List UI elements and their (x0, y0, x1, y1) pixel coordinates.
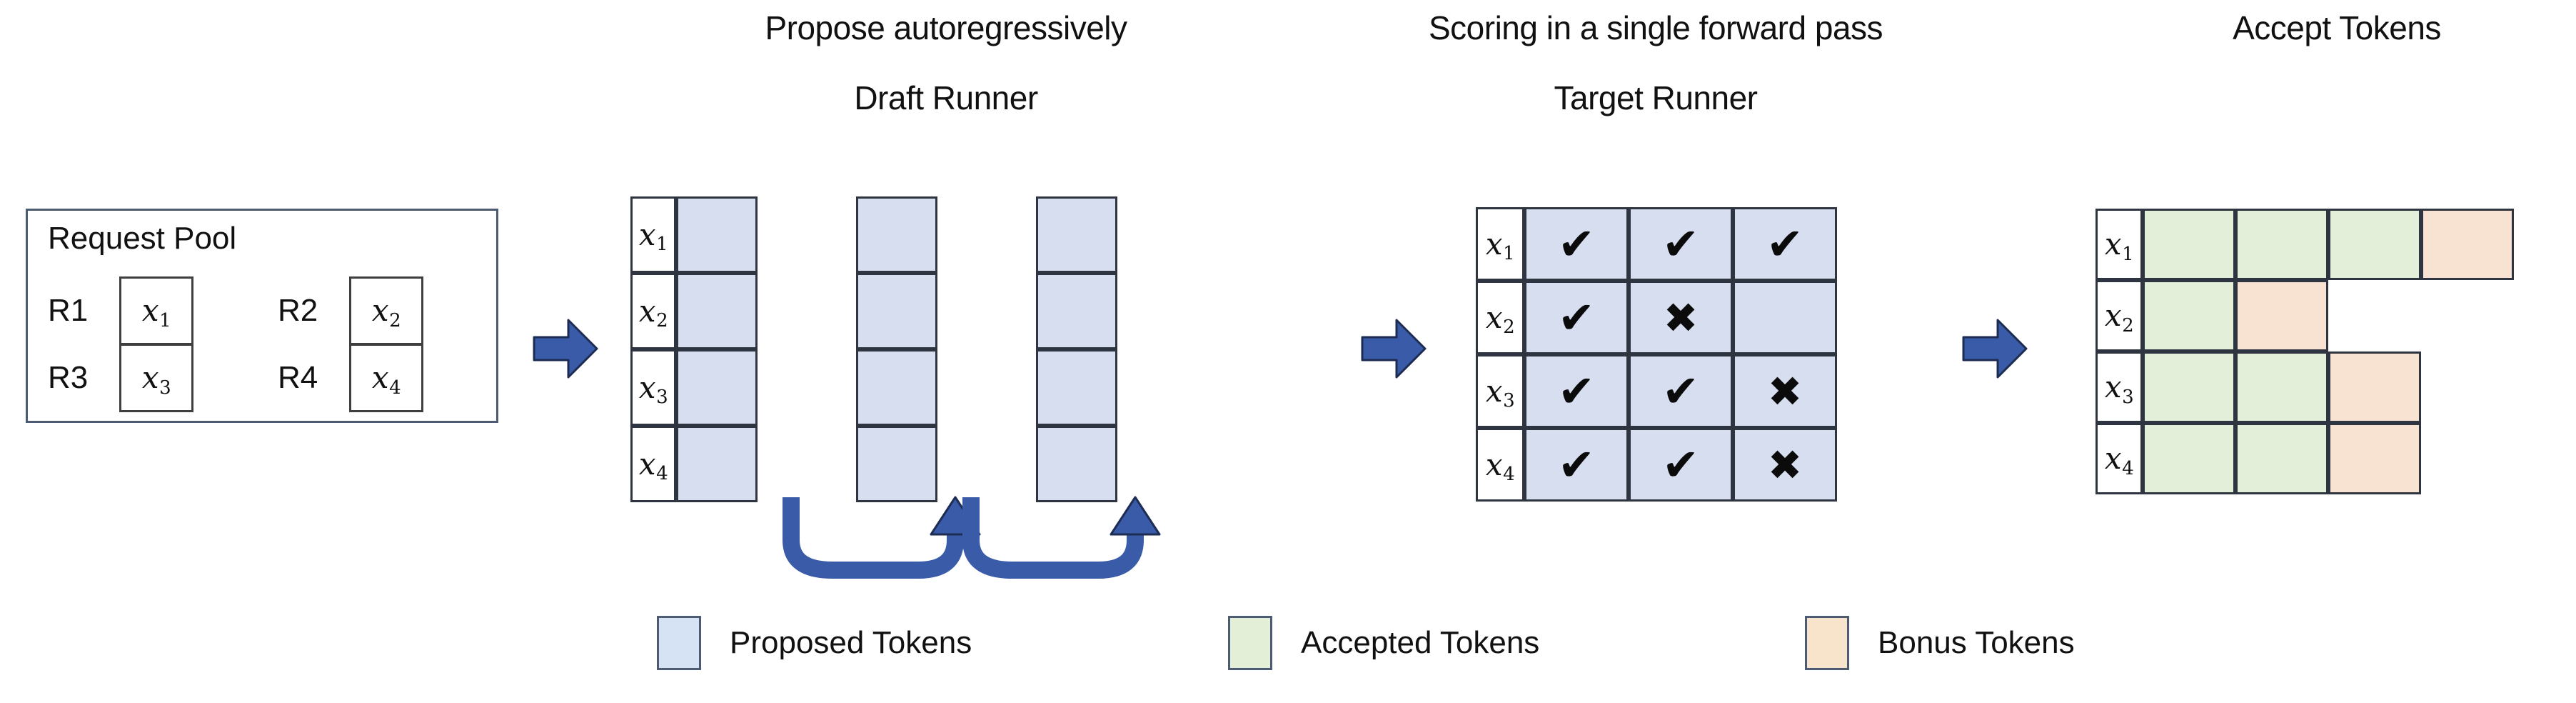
accept-cell-x4-c2 (2235, 423, 2328, 494)
target-score-cell-x4-c1: ✔ (1524, 428, 1629, 502)
request-token-label-r1: x1 (141, 293, 171, 331)
legend-label-proposed: Proposed Tokens (730, 625, 972, 660)
legend-item-proposed-tokens: Proposed Tokens (657, 616, 972, 670)
target-score-cell-x2-c3 (1733, 281, 1837, 354)
legend: Proposed Tokens Accepted Tokens Bonus To… (0, 616, 2576, 684)
draft-row-label-x3: x3 (630, 349, 676, 426)
target-row-label-x2: x2 (1476, 281, 1524, 354)
request-token-box-r4: x4 (349, 344, 423, 412)
target-score-cell-x3-c2: ✔ (1629, 354, 1733, 428)
flow-arrow-target-to-accept (1962, 319, 2028, 379)
accept-cell-x1-c1 (2143, 209, 2235, 280)
draft-proposed-cell-s1-x3 (676, 349, 758, 426)
target-score-cell-x3-c1: ✔ (1524, 354, 1629, 428)
heading-scoring-single-forward-pass: Scoring in a single forward pass (1429, 9, 1883, 46)
target-score-cell-x1-c3: ✔ (1733, 207, 1837, 281)
accept-cell-x3-c2 (2235, 352, 2328, 423)
legend-item-accepted-tokens: Accepted Tokens (1228, 616, 1539, 670)
cross-icon: ✖ (1663, 293, 1699, 342)
check-icon: ✔ (1558, 291, 1595, 344)
heading-draft-runner: Draft Runner (854, 79, 1038, 116)
draft-proposed-cell-s3-x1 (1036, 196, 1117, 273)
accept-cell-x4-c1 (2143, 423, 2235, 494)
target-score-cell-x2-c2: ✖ (1629, 281, 1733, 354)
legend-swatch-accepted (1228, 616, 1272, 670)
accept-cell-x1-c2 (2235, 209, 2328, 280)
request-item-r3: R3 x3 (48, 344, 193, 412)
legend-label-accepted: Accepted Tokens (1301, 625, 1540, 660)
accept-cell-x3-c3-bonus (2328, 352, 2421, 423)
draft-proposed-cell-s1-x4 (676, 426, 758, 502)
target-row-label-x1: x1 (1476, 207, 1524, 281)
cross-icon: ✖ (1767, 440, 1803, 489)
heading-accept-tokens: Accept Tokens (2233, 9, 2441, 46)
request-token-label-r2: x2 (371, 293, 401, 331)
check-icon: ✔ (1766, 217, 1803, 270)
target-score-cell-x2-c1: ✔ (1524, 281, 1629, 354)
request-pool-title: Request Pool (48, 221, 237, 256)
draft-proposed-cell-s2-x1 (856, 196, 937, 273)
draft-proposed-cell-s2-x4 (856, 426, 937, 502)
accept-row-label-x2: x2 (2095, 280, 2143, 352)
request-id-r3: R3 (48, 360, 89, 395)
target-score-cell-x1-c2: ✔ (1629, 207, 1733, 281)
request-item-r4: R4 x4 (278, 344, 423, 412)
draft-row-label-x4: x4 (630, 426, 676, 502)
check-icon: ✔ (1558, 438, 1595, 491)
draft-proposed-cell-s3-x2 (1036, 273, 1117, 349)
accept-cell-x2-c1 (2143, 280, 2235, 352)
draft-row-label-x2: x2 (630, 273, 676, 349)
request-token-label-r3: x3 (141, 360, 171, 399)
request-item-r2: R2 x2 (278, 276, 423, 345)
request-token-label-r4: x4 (371, 360, 401, 399)
request-id-r4: R4 (278, 360, 318, 395)
check-icon: ✔ (1662, 364, 1699, 417)
heading-target-runner: Target Runner (1554, 79, 1759, 116)
check-icon: ✔ (1662, 217, 1699, 270)
request-item-r1: R1 x1 (48, 276, 193, 345)
request-token-box-r3: x3 (119, 344, 193, 412)
request-token-box-r1: x1 (119, 276, 193, 345)
draft-proposed-cell-s2-x3 (856, 349, 937, 426)
target-row-label-x3: x3 (1476, 354, 1524, 428)
legend-swatch-bonus (1805, 616, 1849, 670)
legend-swatch-proposed (657, 616, 701, 670)
accept-row-label-x1: x1 (2095, 209, 2143, 280)
check-icon: ✔ (1662, 438, 1699, 491)
accept-cell-x3-c1 (2143, 352, 2235, 423)
accept-cell-x2-c2-bonus (2235, 280, 2328, 352)
target-score-cell-x4-c2: ✔ (1629, 428, 1733, 502)
draft-proposed-cell-s2-x2 (856, 273, 937, 349)
target-row-label-x4: x4 (1476, 428, 1524, 502)
request-id-r2: R2 (278, 293, 318, 328)
request-token-box-r2: x2 (349, 276, 423, 345)
heading-propose-autoregressively: Propose autoregressively (765, 9, 1127, 46)
loop-arrow-step2-to-step3 (962, 496, 1161, 579)
cross-icon: ✖ (1767, 367, 1803, 416)
draft-proposed-cell-s1-x2 (676, 273, 758, 349)
target-score-cell-x1-c1: ✔ (1524, 207, 1629, 281)
accept-cell-x4-c3-bonus (2328, 423, 2421, 494)
legend-label-bonus: Bonus Tokens (1878, 625, 2075, 660)
draft-proposed-cell-s1-x1 (676, 196, 758, 273)
flow-arrow-pool-to-draft (533, 319, 598, 379)
draft-proposed-cell-s3-x4 (1036, 426, 1117, 502)
accept-row-label-x4: x4 (2095, 423, 2143, 494)
flow-arrow-draft-to-target (1361, 319, 1427, 379)
accept-cell-x1-c3 (2328, 209, 2421, 280)
target-score-cell-x3-c3: ✖ (1733, 354, 1837, 428)
accept-row-label-x3: x3 (2095, 352, 2143, 423)
legend-item-bonus-tokens: Bonus Tokens (1805, 616, 2075, 670)
check-icon: ✔ (1558, 364, 1595, 417)
request-id-r1: R1 (48, 293, 89, 328)
accept-cell-x1-c4-bonus (2421, 209, 2514, 280)
draft-proposed-cell-s3-x3 (1036, 349, 1117, 426)
target-score-cell-x4-c3: ✖ (1733, 428, 1837, 502)
check-icon: ✔ (1558, 217, 1595, 270)
request-pool-panel: Request Pool R1 x1 R2 x2 R3 x3 R4 x4 (26, 209, 498, 423)
draft-row-label-x1: x1 (630, 196, 676, 273)
